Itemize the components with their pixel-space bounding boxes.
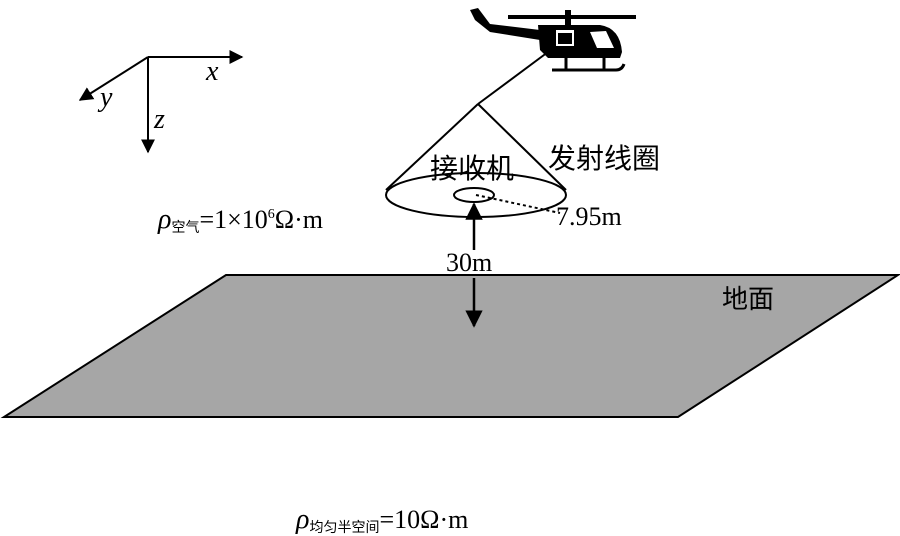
y-axis-label: y xyxy=(97,82,113,113)
height-label: 30m xyxy=(446,248,492,277)
transmitter-coil-label: 发射线圈 xyxy=(548,142,660,175)
x-axis-label: x xyxy=(205,56,219,87)
cone-right-line xyxy=(477,103,567,191)
receiver xyxy=(453,187,495,203)
ground-label: 地面 xyxy=(722,285,774,315)
ground-plane xyxy=(0,274,900,418)
z-axis-label: z xyxy=(153,104,165,135)
radius-label: 7.95m xyxy=(556,202,622,231)
tow-cable xyxy=(477,51,549,105)
ground-resistivity-label: ρ均匀半空间=10Ω·m xyxy=(295,504,468,536)
air-resistivity-label: ρ空气=1×106Ω·m xyxy=(157,204,323,236)
coordinate-axes: x y z xyxy=(78,50,244,154)
cone-left-line xyxy=(385,103,479,191)
radius-line xyxy=(475,194,561,214)
receiver-label: 接收机 xyxy=(430,152,514,185)
helicopter-icon xyxy=(470,8,636,72)
y-axis-line xyxy=(78,56,149,101)
